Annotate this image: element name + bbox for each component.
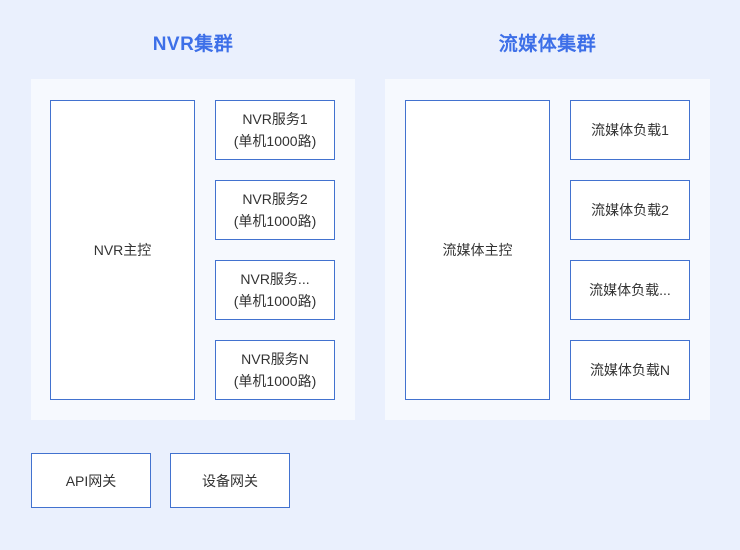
node-label-line1: 流媒体负载2 <box>591 202 669 218</box>
node-nvr-service-n[interactable]: NVR服务N (单机1000路) <box>215 340 335 400</box>
node-label-line2: (单机1000路) <box>233 213 317 229</box>
node-media-master[interactable]: 流媒体主控 <box>405 100 550 400</box>
node-label-line1: 流媒体负载... <box>589 282 671 298</box>
node-label-line1: NVR服务N <box>241 351 309 367</box>
node-label-line1: NVR服务2 <box>242 191 308 207</box>
node-label: NVR主控 <box>93 242 152 258</box>
node-label-line2: (单机1000路) <box>233 373 317 389</box>
node-label-line1: 流媒体负载N <box>589 362 671 378</box>
node-api-gateway[interactable]: API网关 <box>31 453 151 508</box>
node-nvr-service-2[interactable]: NVR服务2 (单机1000路) <box>215 180 335 240</box>
cluster-title-media: 流媒体集群 <box>498 34 597 55</box>
node-device-gateway[interactable]: 设备网关 <box>170 453 290 508</box>
node-label-line1: NVR服务... <box>240 271 310 287</box>
node-label-line2: (单机1000路) <box>233 293 317 309</box>
node-label: API网关 <box>65 472 117 489</box>
node-nvr-service-1[interactable]: NVR服务1 (单机1000路) <box>215 100 335 160</box>
node-media-load-n[interactable]: 流媒体负载N <box>570 340 690 400</box>
node-label: 流媒体主控 <box>442 242 513 258</box>
node-media-load-2[interactable]: 流媒体负载2 <box>570 180 690 240</box>
node-nvr-master[interactable]: NVR主控 <box>50 100 195 400</box>
node-label-line1: NVR服务1 <box>242 111 308 127</box>
node-label-line1: 流媒体负载1 <box>591 122 669 138</box>
cluster-title-nvr: NVR集群 <box>152 34 234 55</box>
node-label: 设备网关 <box>202 472 258 489</box>
node-nvr-service-ellipsis[interactable]: NVR服务... (单机1000路) <box>215 260 335 320</box>
node-label-line2: (单机1000路) <box>233 133 317 149</box>
node-media-load-1[interactable]: 流媒体负载1 <box>570 100 690 160</box>
node-media-load-ellipsis[interactable]: 流媒体负载... <box>570 260 690 320</box>
